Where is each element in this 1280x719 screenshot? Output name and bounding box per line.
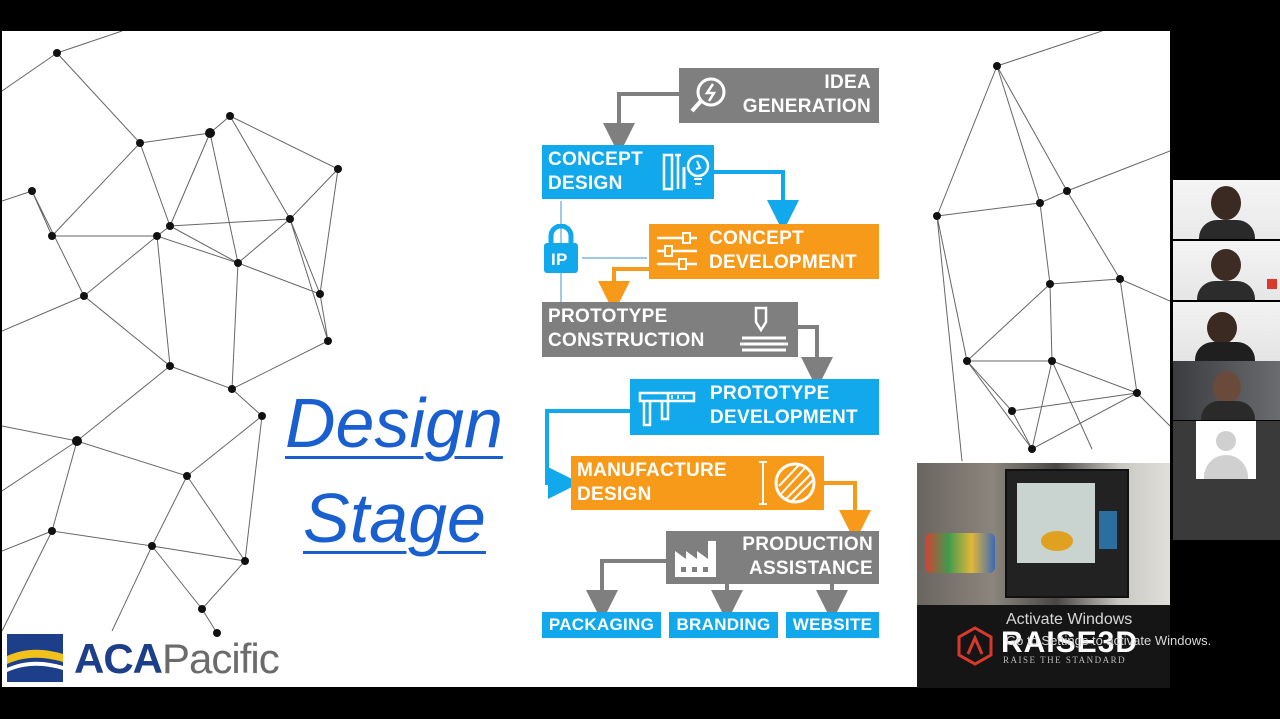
concept-development-box: CONCEPT DEVELOPMENT <box>649 224 879 279</box>
hatched-circle-icon <box>759 461 816 505</box>
sliders-icon <box>657 232 697 270</box>
concept-design-box: CONCEPT DESIGN <box>542 145 714 199</box>
prototype-development-box: PROTOTYPE DEVELOPMENT <box>630 379 879 435</box>
padlock-icon <box>544 224 578 273</box>
manufacture-design-line1: MANUFACTURE <box>577 460 728 481</box>
raise3d-brand: RAISE3D <box>1001 626 1139 659</box>
idea-generation-box: IDEA GENERATION <box>679 68 879 123</box>
presentation-slide: IDEA GENERATION CONCEPT DESIGN IP <box>2 31 1170 687</box>
slide-title-line1: Design <box>285 384 503 462</box>
participant-tile[interactable] <box>1173 421 1280 540</box>
logo-aca: ACA <box>74 635 163 682</box>
status-dot <box>1267 279 1277 289</box>
production-assistance-line2: ASSISTANCE <box>748 558 873 579</box>
avatar <box>1211 186 1241 220</box>
avatar-placeholder <box>1196 421 1256 479</box>
prototype-construction-line1: PROTOTYPE <box>548 306 668 327</box>
toy-objects <box>925 533 995 573</box>
activation-watermark-title: Activate Windows <box>1006 611 1133 628</box>
packaging-box: PACKAGING <box>542 612 661 638</box>
branding-box: BRANDING <box>669 612 778 638</box>
participant-tile[interactable] <box>1173 241 1280 300</box>
avatar <box>1197 281 1255 300</box>
raise3d-logo-icon <box>957 626 993 666</box>
printed-object <box>1041 531 1073 551</box>
activation-watermark-subtitle: Go to Settings to activate Windows. <box>1006 633 1212 648</box>
prototype-development-line1: PROTOTYPE <box>710 383 830 404</box>
idea-line1: IDEA <box>824 72 871 93</box>
idea-line2: GENERATION <box>742 96 871 117</box>
avatar <box>1211 249 1241 281</box>
participant-gallery <box>1173 180 1280 540</box>
participant-tile[interactable] <box>1173 302 1280 361</box>
printer-window <box>1017 483 1095 563</box>
prototype-construction-line2: CONSTRUCTION <box>548 330 705 351</box>
ip-lock-box: IP <box>542 224 580 274</box>
network-decoration <box>2 31 1170 637</box>
participant-tile[interactable] <box>1173 361 1280 420</box>
avatar <box>1195 342 1255 361</box>
lightbulb-search-icon <box>690 77 726 113</box>
caliper-icon <box>638 391 696 427</box>
manufacture-design-line2: DESIGN <box>577 484 652 505</box>
avatar <box>1207 312 1237 344</box>
tools-bulb-icon <box>662 153 710 191</box>
concept-development-line2: DEVELOPMENT <box>709 252 857 273</box>
raise3d-tagline: RAISE THE STANDARD <box>1003 655 1127 665</box>
aca-pacific-logo-text: ACAPacific <box>74 635 280 683</box>
website-box: WEBSITE <box>786 612 879 638</box>
factory-icon <box>675 541 716 577</box>
production-assistance-line1: PRODUCTION <box>742 534 873 555</box>
avatar <box>1201 401 1255 420</box>
printer-screen <box>1099 511 1117 549</box>
avatar <box>1199 220 1255 239</box>
ip-label: IP <box>551 250 568 269</box>
presenter-video[interactable]: RAISE3D RAISE THE STANDARD <box>917 463 1170 688</box>
concept-development-line1: CONCEPT <box>709 228 804 249</box>
3d-print-nozzle-icon <box>740 306 788 352</box>
logo-pacific: Pacific <box>162 635 280 682</box>
aca-pacific-logo-icon <box>7 634 63 682</box>
prototype-development-line2: DEVELOPMENT <box>710 407 858 428</box>
prototype-construction-box: PROTOTYPE CONSTRUCTION <box>542 302 798 357</box>
manufacture-design-box: MANUFACTURE DESIGN <box>571 456 824 510</box>
participant-tile[interactable] <box>1173 180 1280 239</box>
concept-design-line1: CONCEPT <box>548 149 643 170</box>
slide-title-line2: Stage <box>303 479 486 557</box>
production-assistance-box: PRODUCTION ASSISTANCE <box>666 531 879 584</box>
avatar <box>1213 371 1241 403</box>
concept-design-line2: DESIGN <box>548 173 623 194</box>
avatar-head <box>1216 431 1236 451</box>
avatar-body <box>1204 455 1248 479</box>
